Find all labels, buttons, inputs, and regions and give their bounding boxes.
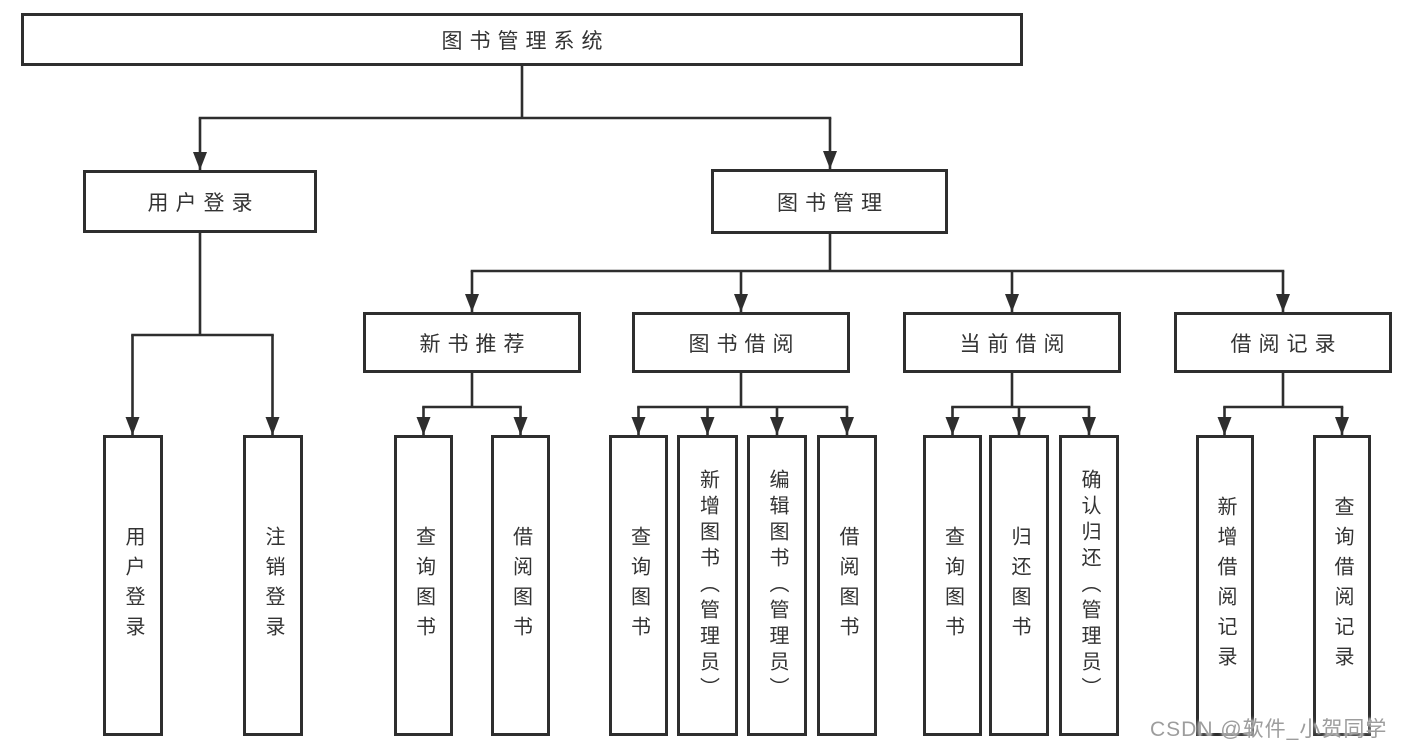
leaf-add-borrow-record: 新增借阅记录 xyxy=(1196,435,1254,736)
node-label: 图书借阅 xyxy=(688,332,801,356)
node-borrow-records: 借阅记录 xyxy=(1174,312,1392,373)
node-label: 查询图书 xyxy=(412,525,435,646)
node-user-login: 用户登录 xyxy=(83,170,317,233)
leaf-query-books-recommend: 查询图书 xyxy=(394,435,453,736)
leaf-add-books-admin: 新增图书（管理员） xyxy=(677,435,738,736)
leaf-edit-books-admin: 编辑图书（管理员） xyxy=(747,435,807,736)
connector-book-borrow-children xyxy=(631,373,854,435)
node-label: 新增借阅记录 xyxy=(1214,495,1236,676)
node-label: 用户登录 xyxy=(122,525,144,646)
node-label: 查询借阅记录 xyxy=(1331,495,1353,676)
node-label: 借阅图书 xyxy=(836,525,858,646)
node-book-management: 图书管理 xyxy=(711,169,948,234)
node-label: 借阅记录 xyxy=(1230,332,1343,356)
node-label: 注销登录 xyxy=(262,525,284,646)
node-label: 编辑图书（管理员） xyxy=(766,468,788,703)
connector-user-login-children xyxy=(125,233,280,435)
node-current-borrow: 当前借阅 xyxy=(903,312,1121,373)
connector-root-to-level2 xyxy=(193,66,837,170)
node-label: 图书管理 xyxy=(777,191,889,215)
connector-borrow-records-children xyxy=(1217,373,1349,435)
connector-current-borrow-children xyxy=(945,373,1096,435)
node-label: 用户登录 xyxy=(147,191,260,215)
leaf-logout: 注销登录 xyxy=(243,435,303,736)
node-label: 图书管理系统 xyxy=(441,29,610,53)
leaf-query-books-borrow: 查询图书 xyxy=(609,435,668,736)
leaf-user-login: 用户登录 xyxy=(103,435,163,736)
leaf-borrow-books: 借阅图书 xyxy=(817,435,877,736)
node-root-library-system: 图书管理系统 xyxy=(21,13,1023,66)
node-label: 新书推荐 xyxy=(419,332,532,356)
node-book-borrow: 图书借阅 xyxy=(632,312,850,373)
node-label: 归还图书 xyxy=(1008,525,1030,646)
csdn-watermark: CSDN @软件_小贺同学 xyxy=(1150,718,1388,741)
node-label: 借阅图书 xyxy=(509,525,532,646)
node-label: 查询图书 xyxy=(627,525,650,646)
node-new-book-recommend: 新书推荐 xyxy=(363,312,581,373)
connector-new-book-recommend-children xyxy=(416,373,528,435)
leaf-return-books: 归还图书 xyxy=(989,435,1049,736)
leaf-confirm-return-admin: 确认归还（管理员） xyxy=(1059,435,1119,736)
node-label: 确认归还（管理员） xyxy=(1078,468,1100,703)
node-label: 新增图书（管理员） xyxy=(696,468,719,703)
leaf-borrow-books-recommend: 借阅图书 xyxy=(491,435,550,736)
leaf-query-borrow-record: 查询借阅记录 xyxy=(1313,435,1371,736)
leaf-query-books-current: 查询图书 xyxy=(923,435,982,736)
node-label: 查询图书 xyxy=(941,525,964,646)
connector-book-management-to-level3 xyxy=(465,234,1290,312)
node-label: 当前借阅 xyxy=(959,332,1072,356)
